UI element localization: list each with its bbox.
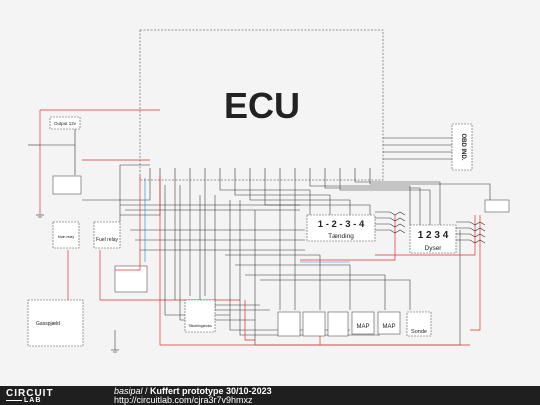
injector-label: Dyser <box>425 245 443 252</box>
ground-symbols <box>36 214 119 353</box>
obd-box <box>451 123 473 171</box>
injector-box <box>409 224 457 254</box>
fuel-relay-label: Fuel relay <box>96 237 118 243</box>
sonde-label: Sonde <box>411 329 427 335</box>
map1-box <box>351 311 375 335</box>
main-relay-box <box>52 221 80 249</box>
injector-numbers: 1 2 3 4 <box>418 230 449 241</box>
ignition-box <box>306 214 376 242</box>
ignition-coils <box>375 211 406 234</box>
sensor-block-2 <box>302 311 326 337</box>
map2-box <box>377 311 401 335</box>
switch-box <box>52 175 82 195</box>
gas-label: Gasspjæld <box>36 321 60 327</box>
sonde-box <box>406 311 432 337</box>
ecu-bus-wires <box>82 164 491 350</box>
output-box <box>49 116 81 130</box>
ignition-label: Tænding <box>328 233 354 240</box>
ecu-box <box>139 29 384 181</box>
gas-box <box>27 299 84 347</box>
injector-coils <box>456 221 486 244</box>
ignition-numbers: 1 - 2 - 3 - 4 <box>318 219 365 230</box>
map2-label: MAP <box>382 324 395 330</box>
byline: basipal / Kuffert prototype 30/10-2023 <box>114 386 272 396</box>
output-label: Output 12v <box>54 121 77 126</box>
sensor-block-3 <box>327 311 349 337</box>
byline-separator: / <box>142 386 151 396</box>
sensor-box-right <box>484 199 510 213</box>
circuit-url[interactable]: http://circuitlab.com/cjra3r7v9hmxz <box>114 395 253 405</box>
author-link[interactable]: basipal <box>114 386 143 396</box>
blue-signal-wires <box>144 178 350 263</box>
logo-trace-icon <box>6 400 22 401</box>
map1-label: MAP <box>356 324 369 330</box>
main-relay-label: Main relay <box>58 235 74 239</box>
output-wires <box>28 129 76 175</box>
obd-wires <box>383 137 452 160</box>
obd-label: OBD IND. <box>460 134 466 161</box>
footer-bar: CIRCUIT LAB basipal / Kuffert prototype … <box>0 386 540 405</box>
power-wires-red <box>39 109 240 301</box>
circuitlab-logo-top[interactable]: CIRCUIT <box>6 388 54 399</box>
schematic-canvas: ECU OBD IND. Output 12v Main relay <box>0 0 540 386</box>
ecu-label: ECU <box>224 85 300 126</box>
circuit-title: Kuffert prototype 30/10-2023 <box>150 386 272 396</box>
tilkobling-box <box>184 299 216 333</box>
fuel-relay-box <box>93 221 121 249</box>
tilkobling-label: Tilkoblingsboks <box>188 324 212 328</box>
red-supply-wires <box>115 175 481 346</box>
circuitlab-logo-bottom[interactable]: LAB <box>24 397 42 404</box>
sensor-block-1 <box>277 311 301 337</box>
ecu-pin-stubs <box>149 168 371 180</box>
schematic-svg: ECU OBD IND. Output 12v Main relay <box>27 29 510 353</box>
